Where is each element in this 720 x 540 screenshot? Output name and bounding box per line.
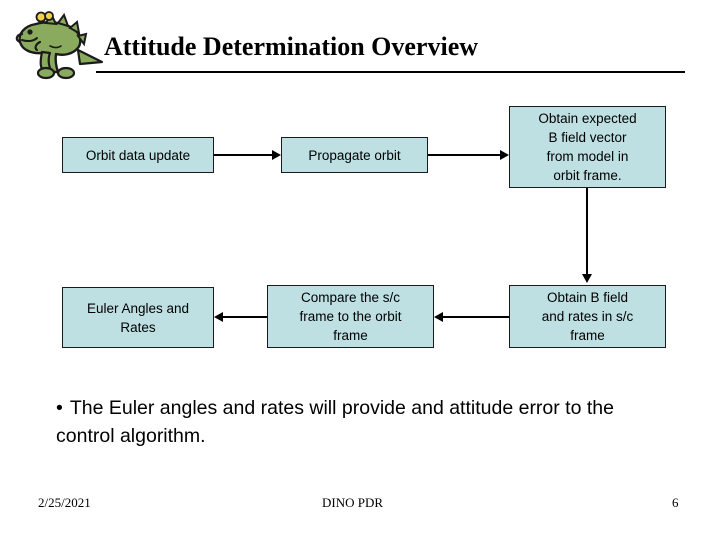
flow-box-obtain-expected-b-field[interactable]: Obtain expected B field vector from mode… (509, 106, 666, 188)
slide-footer: 2/25/2021 DINO PDR 6 (0, 492, 720, 520)
arrowhead-down-icon-3 (582, 274, 592, 283)
connector-line-5 (220, 316, 267, 318)
flow-box-orbit-data-update[interactable]: Orbit data update (62, 137, 214, 173)
arrowhead-right-icon-2 (500, 150, 509, 160)
connector-line-4 (440, 316, 509, 318)
flow-box-label: Propagate orbit (308, 147, 401, 163)
flow-box-euler-angles-and-rates[interactable]: Euler Angles and Rates (62, 287, 214, 348)
arrowhead-right-icon-1 (272, 150, 281, 160)
flow-box-propagate-orbit[interactable]: Propagate orbit (281, 137, 428, 173)
connector-line-2 (428, 154, 502, 156)
arrowhead-left-icon-5 (214, 312, 223, 322)
slide-header: Attitude Determination Overview (0, 0, 720, 86)
flow-box-label: Euler Angles and Rates (86, 300, 190, 335)
title-divider (96, 71, 685, 73)
bullet-glyph-icon: • (56, 397, 63, 419)
flow-box-label: Orbit data update (85, 147, 191, 163)
bullet-text: The Euler angles and rates will provide … (56, 397, 614, 447)
page-title: Attitude Determination Overview (104, 32, 479, 61)
dinosaur-logo-icon (6, 4, 106, 82)
arrowhead-left-icon-4 (434, 312, 443, 322)
flow-box-compare-frames[interactable]: Compare the s/c frame to the orbit frame (267, 285, 434, 348)
flow-box-label: Obtain B field and rates in s/c frame (541, 290, 634, 343)
connector-line-3 (586, 188, 588, 276)
flow-box-label: Compare the s/c frame to the orbit frame (299, 290, 402, 343)
flow-box-obtain-b-field-and-rates[interactable]: Obtain B field and rates in s/c frame (509, 285, 666, 348)
footer-center-text: DINO PDR (322, 495, 384, 510)
footer-page-number: 6 (672, 495, 679, 510)
footer-date: 2/25/2021 (38, 495, 91, 510)
flow-box-label: Obtain expected B field vector from mode… (538, 111, 637, 183)
flow-diagram: Orbit data update Propagate orbit Obtain… (0, 86, 720, 376)
body-bullet-list: •The Euler angles and rates will provide… (56, 394, 656, 450)
connector-line-1 (214, 154, 274, 156)
